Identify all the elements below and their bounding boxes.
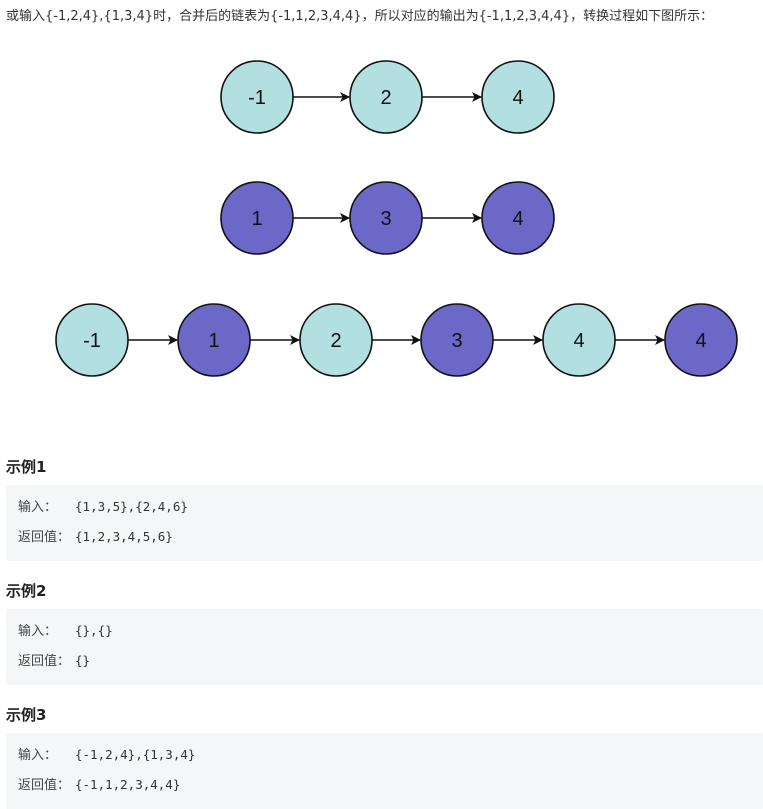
input-label: 输入： <box>18 500 58 515</box>
example-3-box: 输入： {-1,2,4},{1,3,4} 返回值： {-1,1,2,3,4,4} <box>6 733 763 809</box>
input-value: {},{} <box>75 623 113 638</box>
merged-node-5 <box>542 303 616 377</box>
input-label: 输入： <box>18 624 58 639</box>
merged-list-row: -1 1 2 3 4 4 <box>55 303 738 377</box>
example-2-box: 输入： {},{} 返回值： {} <box>6 609 763 685</box>
merged-node-2 <box>177 303 251 377</box>
list-b-node-3 <box>481 181 555 255</box>
merged-node-label-4: 3 <box>451 330 462 352</box>
example-2-input: 输入： {},{} <box>18 622 113 640</box>
list-b-node-2 <box>349 181 423 255</box>
output-label: 返回值： <box>18 654 71 669</box>
example-1-box: 输入： {1,3,5},{2,4,6} 返回值： {1,2,3,4,5,6} <box>6 485 763 561</box>
list-a-node-1 <box>220 60 294 134</box>
input-label: 输入： <box>18 748 58 763</box>
example-1-output: 返回值： {1,2,3,4,5,6} <box>18 528 173 546</box>
merged-node-label-3: 2 <box>330 330 341 352</box>
example-1-input: 输入： {1,3,5},{2,4,6} <box>18 498 188 516</box>
list-a-node-label-3: 4 <box>512 87 523 109</box>
list-a-row: -1 2 4 <box>220 60 555 134</box>
merged-node-label-6: 4 <box>695 330 706 352</box>
merged-node-label-2: 1 <box>208 330 219 352</box>
merged-node-label-1: -1 <box>83 330 101 352</box>
merged-node-4 <box>420 303 494 377</box>
example-3-input: 输入： {-1,2,4},{1,3,4} <box>18 746 195 764</box>
list-b-node-label-1: 1 <box>251 208 262 230</box>
output-value: {} <box>75 653 91 668</box>
output-label: 返回值： <box>18 778 71 793</box>
list-a-node-label-2: 2 <box>380 87 391 109</box>
list-a-node-label-1: -1 <box>248 87 266 109</box>
merged-node-6 <box>664 303 738 377</box>
merged-node-label-5: 4 <box>573 330 584 352</box>
merge-diagram: -1 2 4 1 3 4 -1 1 2 3 4 4 <box>55 60 738 377</box>
list-b-node-1 <box>220 181 294 255</box>
merged-node-3 <box>299 303 373 377</box>
example-2-title: 示例2 <box>6 582 47 600</box>
example-2-output: 返回值： {} <box>18 652 90 670</box>
list-a-node-2 <box>349 60 423 134</box>
example-1-title: 示例1 <box>6 458 47 476</box>
intro-text: 或输入{-1,2,4},{1,3,4}时，合并后的链表为{-1,1,2,3,4,… <box>6 9 714 24</box>
list-a-node-3 <box>481 60 555 134</box>
input-value: {-1,2,4},{1,3,4} <box>75 747 196 762</box>
list-b-node-label-3: 4 <box>512 208 523 230</box>
merged-node-1 <box>55 303 129 377</box>
example-3-title: 示例3 <box>6 706 47 724</box>
example-3-output: 返回值： {-1,1,2,3,4,4} <box>18 776 180 794</box>
output-label: 返回值： <box>18 530 71 545</box>
output-value: {-1,1,2,3,4,4} <box>75 777 181 792</box>
input-value: {1,3,5},{2,4,6} <box>75 499 188 514</box>
output-value: {1,2,3,4,5,6} <box>75 529 173 544</box>
list-b-node-label-2: 3 <box>380 208 391 230</box>
list-b-row: 1 3 4 <box>220 181 555 255</box>
